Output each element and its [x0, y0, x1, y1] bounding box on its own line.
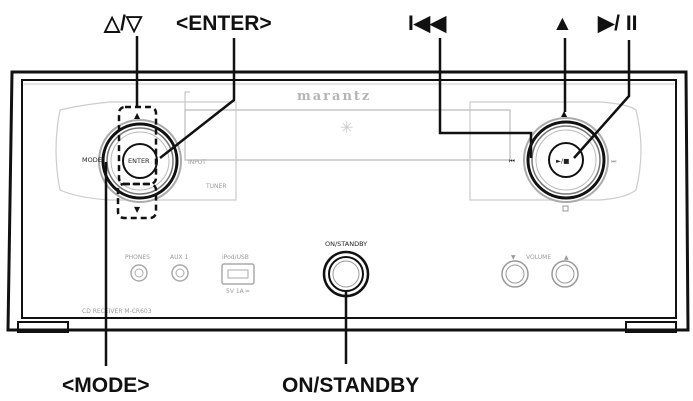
display-window: ✳	[184, 91, 511, 161]
phones-jack[interactable]	[130, 264, 148, 282]
leader-lines	[104, 36, 631, 366]
down-arrow-icon: ▼	[134, 205, 141, 214]
prev-small-label: ⏮	[509, 157, 515, 165]
callout-on-standby: ON/STANDBY	[282, 374, 419, 397]
callout-mode: <MODE>	[62, 374, 150, 397]
usb-label: iPod/USB	[222, 254, 249, 261]
volume-label: VOLUME	[526, 254, 551, 261]
volume-up-icon: ▲	[564, 254, 569, 261]
callout-cursor: △/▽	[103, 12, 143, 35]
square-small-icon	[562, 205, 569, 212]
mode-label: MODE	[82, 156, 102, 164]
usb-port[interactable]	[221, 263, 255, 285]
sparkle-icon: ✳	[340, 118, 353, 137]
eject-small-icon: ▲	[561, 109, 568, 118]
callout-enter: <ENTER>	[176, 12, 272, 35]
callout-eject: ▲	[552, 12, 573, 35]
play-stop-button[interactable]: ►/■	[548, 142, 584, 178]
tuner-label: TUNER	[205, 183, 227, 190]
callout-prev: I◀◀	[408, 12, 447, 35]
next-small-label: ⏭	[611, 158, 617, 165]
usb-sub-label: 5V 1A ═	[226, 288, 250, 295]
brand-logo: marantz	[297, 89, 371, 104]
enter-button-label: ENTER	[128, 157, 150, 165]
volume-down-knob[interactable]	[501, 260, 529, 288]
input-label: INPUT	[188, 159, 206, 166]
power-button[interactable]	[322, 250, 370, 298]
volume-up-knob[interactable]	[551, 260, 579, 288]
phones-label: PHONES	[125, 254, 150, 261]
on-standby-panel-label: ON/STANDBY	[325, 240, 367, 248]
aux-label: AUX 1	[170, 254, 189, 261]
up-arrow-icon: ▲	[134, 111, 141, 120]
volume-down-icon: ▼	[511, 254, 516, 261]
cursor-down-highlight	[116, 182, 158, 220]
aux-jack[interactable]	[171, 264, 189, 282]
model-label: CD RECEIVER M-CR603	[82, 308, 152, 315]
enter-button[interactable]: ENTER	[122, 143, 158, 179]
callout-play-pause: ▶/ II	[597, 12, 638, 35]
play-stop-label: ►/■	[556, 157, 569, 165]
